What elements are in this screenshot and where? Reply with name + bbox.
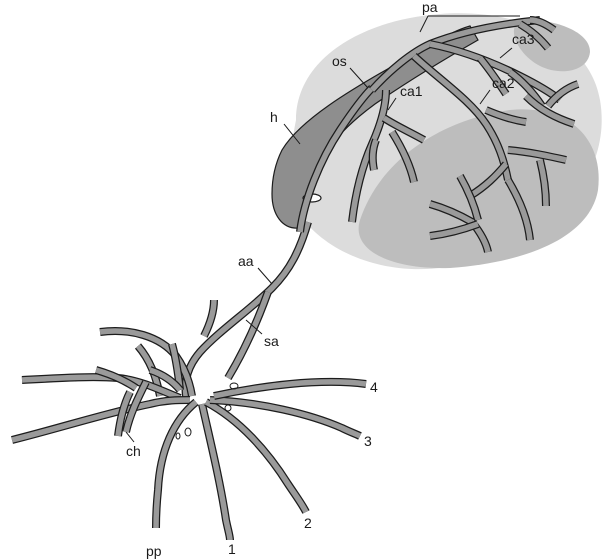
vessel-pp [156,402,196,528]
label-pa: pa [422,0,438,15]
label-4: 4 [370,379,378,395]
leader-ch [126,432,134,442]
vessel-1-lumen [202,404,230,540]
label-1: 1 [228,541,236,557]
vessel-ca1-d [373,140,376,170]
regions [272,13,602,269]
label-ca1: ca1 [400,83,423,99]
label-3: 3 [364,433,372,449]
vessel-side-upper [204,300,214,336]
label-pp: pp [146,543,162,559]
label-os: os [332,53,347,69]
vessel-1 [202,404,230,540]
fragment-3 [225,405,231,411]
label-h: h [270,109,278,125]
label-ca3: ca3 [512,31,535,47]
label-ch: ch [126,443,141,459]
vessel-pp-lumen [156,402,196,528]
vessel-side-upper-lumen [204,300,214,336]
leader-aa [258,268,272,284]
label-2: 2 [304,515,312,531]
fragment-4 [176,433,180,439]
vessel-aa [186,222,308,396]
vessel-left-e [12,400,190,440]
label-aa: aa [238,253,254,269]
label-ca2: ca2 [492,75,515,91]
label-sa: sa [264,333,279,349]
fragment-2 [185,428,191,436]
vessel-ca1-d-lumen [373,140,376,170]
vessel-aa-lumen [186,222,308,396]
